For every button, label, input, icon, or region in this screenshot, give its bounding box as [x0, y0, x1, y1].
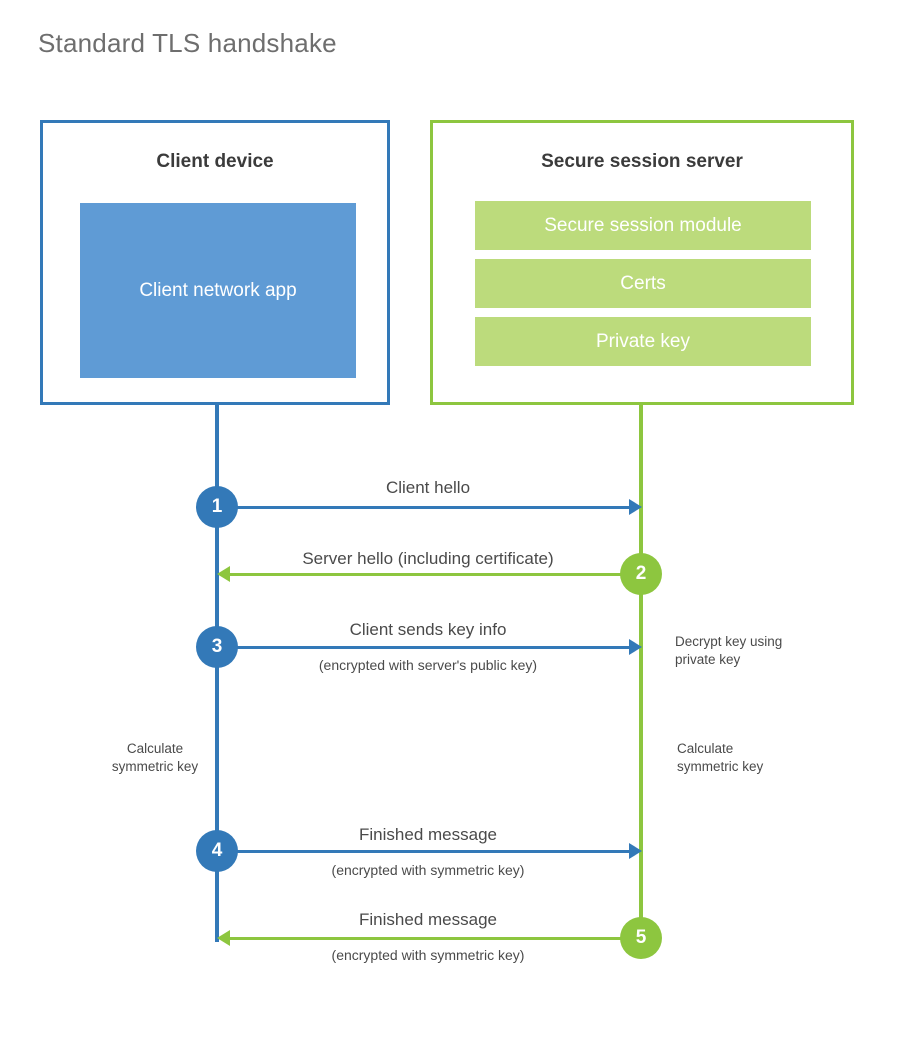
server-component-certs: Certs: [475, 259, 811, 308]
step-3-circle[interactable]: 3: [196, 626, 238, 668]
step-2-label: Server hello (including certificate): [302, 549, 554, 568]
step-5-arrow-line: [230, 937, 630, 940]
step-4-circle[interactable]: 4: [196, 830, 238, 872]
step-5-label: Finished message: [359, 910, 497, 929]
note-decrypt-key-line-2: private key: [675, 652, 741, 668]
step-5-circle[interactable]: 5: [620, 917, 662, 959]
note-calculate-symmetric-key-server: Calculate symmetric key: [677, 740, 837, 776]
step-3-label: Client sends key info: [349, 620, 507, 639]
step-5-arrow-head-icon: [217, 930, 230, 946]
note-calc-client-line-2: symmetric key: [111, 759, 199, 775]
page-title: Standard TLS handshake: [38, 28, 337, 58]
step-4-label: Finished message: [359, 825, 497, 844]
step-4-sublabel: (encrypted with symmetric key): [331, 862, 525, 878]
note-calc-server-line-1: Calculate: [677, 741, 734, 756]
step-3-arrow-line: [217, 646, 631, 649]
step-1-arrow-head-icon: [629, 499, 642, 515]
step-1-arrow-line: [217, 506, 631, 509]
step-4-arrow-line: [217, 850, 631, 853]
secure-session-server-box: Secure session server Secure session mod…: [430, 120, 854, 405]
client-network-app-box: Client network app: [80, 203, 356, 378]
note-calculate-symmetric-key-client: Calculate symmetric key: [85, 740, 225, 776]
client-device-title: Client device: [156, 151, 274, 172]
note-calc-server-line-2: symmetric key: [677, 759, 764, 775]
step-2-arrow-head-icon: [217, 566, 230, 582]
step-3-sublabel: (encrypted with server's public key): [318, 657, 538, 673]
step-1-label: Client hello: [385, 478, 471, 497]
client-lifeline: [215, 405, 219, 942]
server-component-stack: Secure session module Certs Private key: [475, 201, 811, 375]
server-component-private-key: Private key: [475, 317, 811, 366]
step-2-arrow-line: [230, 573, 630, 576]
note-calc-client-line-1: Calculate: [126, 741, 184, 756]
note-decrypt-key: Decrypt key using private key: [675, 633, 835, 669]
step-2-circle[interactable]: 2: [620, 553, 662, 595]
step-3-arrow-head-icon: [629, 639, 642, 655]
server-lifeline: [639, 405, 643, 940]
step-5-sublabel: (encrypted with symmetric key): [331, 947, 525, 963]
server-component-secure-session-module: Secure session module: [475, 201, 811, 250]
client-device-box: Client device Client network app: [40, 120, 390, 405]
note-decrypt-key-line-1: Decrypt key using: [675, 634, 783, 649]
step-1-circle[interactable]: 1: [196, 486, 238, 528]
step-4-arrow-head-icon: [629, 843, 642, 859]
secure-session-server-title: Secure session server: [541, 151, 743, 172]
